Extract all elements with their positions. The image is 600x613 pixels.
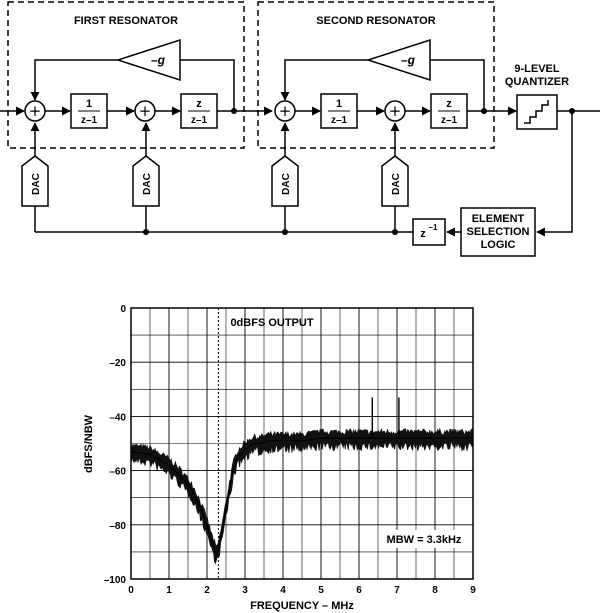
- svg-text:DAC: DAC: [391, 173, 402, 195]
- svg-text:z–1: z–1: [81, 115, 98, 126]
- quantizer-title-line1: 9-LEVEL: [514, 63, 560, 75]
- dac-2: DAC: [132, 122, 160, 232]
- svg-text:DAC: DAC: [31, 173, 42, 195]
- x-tick-label: 3: [242, 585, 248, 596]
- delay-block: [412, 218, 446, 246]
- svg-text:DAC: DAC: [142, 173, 153, 195]
- x-tick-label: 6: [356, 585, 362, 596]
- svg-text:SELECTION: SELECTION: [467, 226, 530, 238]
- svg-text:–g: –g: [401, 53, 416, 67]
- dac-3: DAC: [271, 122, 299, 232]
- svg-text:–g: –g: [151, 53, 166, 67]
- plot-frame: [130, 307, 474, 580]
- svg-text:LOGIC: LOGIC: [481, 239, 516, 251]
- mbw-annotation: MBW = 3.3kHz: [387, 534, 462, 546]
- staircase-icon: [524, 100, 549, 124]
- x-tick-label: 1: [166, 585, 172, 596]
- quantizer-title-line2: QUANTIZER: [505, 76, 569, 88]
- y-tick-label: –100: [104, 575, 127, 586]
- dac-4: DAC: [381, 122, 409, 232]
- svg-text:z–1: z–1: [441, 115, 458, 126]
- svg-text:z: z: [446, 98, 452, 110]
- svg-text:z: z: [420, 228, 426, 240]
- x-tick-label: 7: [394, 585, 400, 596]
- second-resonator-title: SECOND RESONATOR: [316, 15, 435, 27]
- svg-text:+: +: [389, 102, 402, 120]
- svg-text:–1: –1: [429, 223, 438, 232]
- y-tick-label: –80: [109, 521, 126, 532]
- first-resonator-title: FIRST RESONATOR: [74, 15, 178, 27]
- gain-block-2: [365, 38, 431, 82]
- first-resonator-box: [7, 1, 245, 149]
- dac-1: DAC: [21, 122, 49, 232]
- svg-text:z–1: z–1: [331, 115, 348, 126]
- block-diagram: FIRST RESONATOR SECOND RESONATOR + 1 z–1…: [0, 1, 600, 257]
- svg-text:ELEMENT: ELEMENT: [472, 213, 525, 225]
- x-tick-label: 2: [204, 585, 210, 596]
- chart-title: 0dBFS OUTPUT: [230, 317, 313, 329]
- svg-text:1: 1: [336, 98, 342, 110]
- x-tick-label: 8: [432, 585, 438, 596]
- y-axis-label: dBFS/NBW: [83, 414, 95, 473]
- y-tick-label: –20: [109, 358, 126, 369]
- x-tick-label: 9: [470, 585, 476, 596]
- x-tick-label: 4: [280, 585, 286, 596]
- svg-text:z: z: [196, 98, 202, 110]
- x-axis-label: FREQUENCY – MHz: [250, 600, 354, 612]
- spectrum-line: [130, 437, 473, 557]
- svg-text:+: +: [279, 102, 292, 120]
- svg-text:1: 1: [86, 98, 92, 110]
- x-tick-label: 5: [318, 585, 324, 596]
- x-tick-label: 0: [128, 585, 134, 596]
- y-tick-label: –40: [109, 412, 126, 423]
- y-tick-label: –60: [109, 467, 126, 478]
- y-tick-label: 0: [120, 304, 126, 315]
- svg-text:z–1: z–1: [191, 115, 208, 126]
- svg-text:+: +: [29, 102, 42, 120]
- gain-block-1: [115, 38, 181, 82]
- svg-text:DAC: DAC: [281, 173, 292, 195]
- second-resonator-box: [257, 1, 495, 149]
- quantizer-block: [516, 94, 558, 130]
- svg-text:+: +: [139, 102, 152, 120]
